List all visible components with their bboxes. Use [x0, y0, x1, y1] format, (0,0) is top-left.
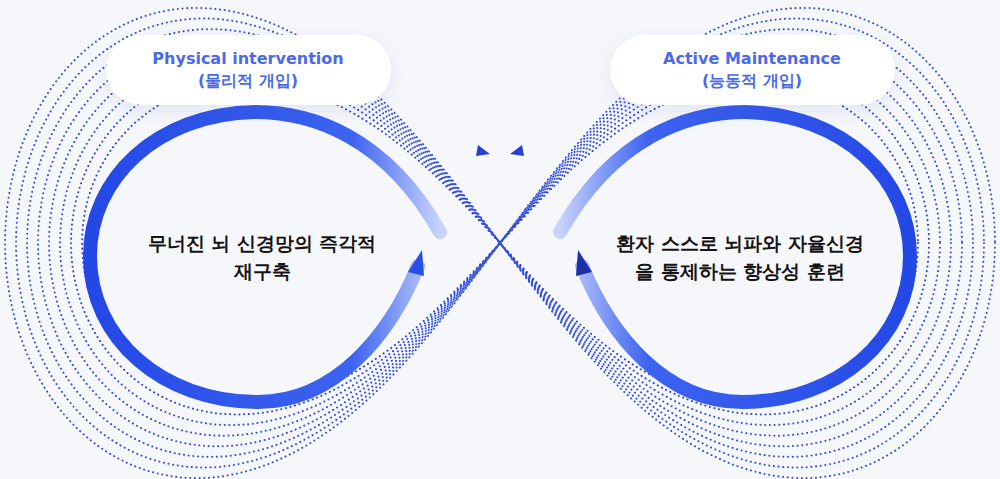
loop-text-box: 무너진 뇌 신경망의 즉각적 재구축	[137, 225, 387, 289]
arrow-head	[476, 145, 490, 156]
arrow-head	[576, 250, 592, 276]
pill-label: Active Maintenance	[663, 48, 841, 70]
right-loop-ring	[560, 112, 910, 402]
dotted-rings	[5, 8, 995, 478]
loop-text-box: 환자 스스로 뇌파와 자율신경을 통제하는 향상성 훈련	[605, 225, 875, 289]
label-pill: Active Maintenance(능동적 개입)	[610, 35, 895, 105]
loop-caption: 무너진 뇌 신경망의 즉각적 재구축	[141, 229, 383, 285]
loop-caption: 환자 스스로 뇌파와 자율신경을 통제하는 향상성 훈련	[609, 229, 871, 285]
arrow-head	[510, 145, 524, 156]
arrow-head	[408, 250, 424, 276]
left-loop-ring	[90, 112, 440, 402]
pill-label: (능동적 개입)	[702, 70, 802, 92]
pill-label: Physical intervention	[152, 48, 343, 70]
dotted-ring	[5, 8, 995, 478]
pill-label: (물리적 개입)	[198, 70, 298, 92]
label-pill: Physical intervention(물리적 개입)	[106, 35, 391, 105]
